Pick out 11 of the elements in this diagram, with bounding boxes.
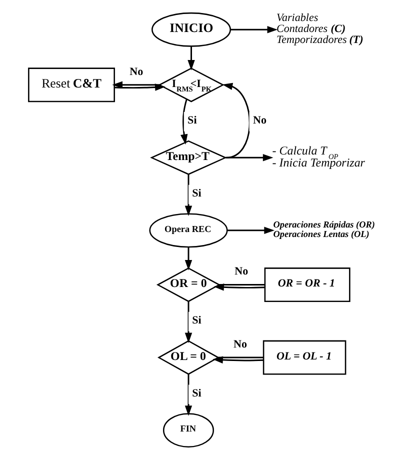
edge-label: No bbox=[252, 114, 266, 127]
edge-label: Si bbox=[187, 114, 196, 127]
edge-label: No bbox=[234, 266, 248, 278]
edge-label: Si bbox=[192, 314, 201, 327]
node-text: - Calcula T$_{OP}$ - Inicia Temporizar bbox=[272, 143, 364, 170]
edge-label: No bbox=[233, 338, 247, 350]
node-text: Operaciones Rápidas (OR) Operaciones Lentas (OL) bbox=[272, 220, 374, 239]
edge-label: No bbox=[129, 66, 143, 78]
node-text: Variables Contadores (C) Temporizadores (T) bbox=[276, 12, 363, 46]
edge-label: Si bbox=[192, 387, 201, 400]
edge-label: Si bbox=[192, 187, 201, 200]
